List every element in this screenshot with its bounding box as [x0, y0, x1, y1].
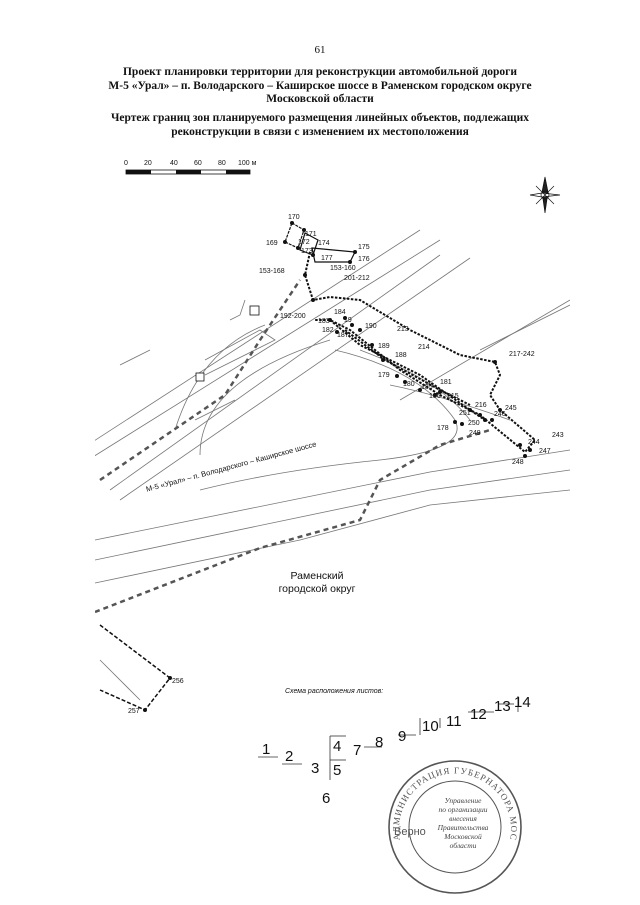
point-label: 177: [321, 255, 333, 262]
utility-symbols: [195, 305, 260, 382]
scale-label-0: 0: [124, 160, 128, 167]
stamp-line: области: [449, 841, 477, 850]
sheet-number: 8: [375, 734, 384, 751]
point-label: 183: [318, 318, 330, 325]
point-label: 188: [395, 352, 407, 359]
sheet-number: 11: [446, 713, 462, 730]
road-lines: [95, 229, 570, 584]
point-label: 184: [334, 309, 346, 316]
subtitle-line-1: Чертеж границ зон планируемого размещени…: [110, 112, 530, 124]
point-label: 190: [365, 323, 377, 330]
scale-label-60: 60: [194, 160, 202, 167]
title-line-2: М-5 «Урал» – п. Володарского – Каширское…: [108, 79, 532, 92]
district-label-line-2: городской округ: [278, 583, 356, 595]
scale-bar-labels: 0 20 40 60 80 100 м: [124, 160, 274, 170]
point-label: 257: [128, 708, 140, 715]
point-label: 173: [301, 248, 313, 255]
point-label: 175: [358, 244, 370, 251]
sheet-number: 2: [285, 748, 294, 765]
district-label-line-1: Раменский: [290, 570, 344, 582]
point-label: 187: [337, 332, 349, 339]
point-label: 169: [266, 240, 278, 247]
point-label: 181: [440, 379, 452, 386]
stamp-line: Московской: [444, 832, 482, 841]
district-label: Раменский городской округ: [262, 570, 372, 596]
point-label: 201-212: [344, 275, 370, 282]
sheet-number: 7: [353, 742, 362, 759]
zone-boundary: [303, 251, 537, 454]
scale-label-40: 40: [170, 160, 178, 167]
point-label: 19: [344, 317, 352, 324]
scale-label-100: 100 м: [238, 160, 257, 167]
point-label: 179: [378, 372, 390, 379]
point-label: 185: [421, 384, 433, 391]
point-label: 248: [512, 459, 524, 466]
stamp-line: Управление: [444, 796, 482, 805]
point-label: 189: [378, 343, 390, 350]
document-subtitle: Чертеж границ зон планируемого размещени…: [80, 112, 560, 139]
subtitle-line-2: реконструкции в связи с изменением их ме…: [171, 125, 469, 138]
sheet-layout-title: Схема расположения листов:: [285, 688, 384, 695]
north-arrow-icon: [529, 176, 561, 214]
sheet-number: 13: [494, 698, 511, 715]
stamp-center-text: Управление по организации внесения Прави…: [418, 796, 508, 850]
point-label: 182: [322, 327, 334, 334]
point-label: 215: [447, 393, 459, 400]
certification-mark: Верно: [394, 826, 426, 838]
boundary-points: [283, 221, 532, 458]
page-number: 61: [314, 44, 326, 56]
sheet-number: 1: [262, 741, 271, 758]
sheet-number: 6: [322, 790, 331, 807]
point-label: 171: [305, 231, 317, 238]
title-line-1: Проект планировки территории для реконст…: [122, 66, 518, 78]
point-label: 246: [494, 411, 506, 418]
point-label: 244: [528, 439, 540, 446]
point-label: 176: [358, 256, 370, 263]
point-label: 247: [539, 448, 551, 455]
sheet-number: 4: [333, 738, 342, 755]
point-label: 245: [505, 405, 517, 412]
point-label: 172: [298, 239, 310, 246]
sheet-number: 9: [398, 728, 407, 745]
title-line-3: Московской области: [266, 93, 374, 105]
point-label: 256: [172, 678, 184, 685]
scale-bar: [125, 169, 251, 175]
point-label: 216: [475, 402, 487, 409]
document-title: Проект планировки территории для реконст…: [80, 66, 560, 107]
point-label: 251: [459, 410, 471, 417]
point-label: 153-160: [330, 265, 356, 272]
sheet-number: 3: [311, 760, 320, 777]
point-label: 153-168: [259, 268, 285, 275]
stamp-line: Правительства: [437, 823, 489, 832]
lower-parcel: [99, 624, 172, 712]
point-label: 170: [288, 214, 300, 221]
point-label: 214: [418, 344, 430, 351]
point-label: 174: [318, 240, 330, 247]
scale-label-80: 80: [218, 160, 226, 167]
point-label: 180: [403, 381, 415, 388]
seal-stamp: АДМИНИСТРАЦИЯ ГУБЕРНАТОРА МОСКОВСКОЙ ОБЛ…: [0, 0, 522, 894]
stamp-line: по организации: [438, 805, 488, 814]
sheet-number: 5: [333, 762, 342, 779]
point-label: 192-200: [280, 313, 306, 320]
stamp-line: внесения: [449, 814, 477, 823]
point-label: 243: [552, 432, 564, 439]
point-label: 217-242: [509, 351, 535, 358]
point-label: 186: [429, 393, 441, 400]
svg-text:АДМИНИСТРАЦИЯ ГУБЕРНАТОРА МОСК: АДМИНИСТРАЦИЯ ГУБЕРНАТОРА МОСКОВСКОЙ ОБЛ…: [0, 0, 518, 841]
stamp-ring-text: АДМИНИСТРАЦИЯ ГУБЕРНАТОРА МОСКОВСКОЙ ОБЛ…: [0, 0, 518, 841]
point-label: 213: [397, 326, 409, 333]
scale-label-20: 20: [144, 160, 152, 167]
point-label: 249: [469, 430, 481, 437]
dashed-boundary: [95, 279, 491, 614]
sheet-number: 14: [514, 694, 531, 711]
point-label: 178: [437, 425, 449, 432]
sheet-number: 10: [422, 718, 439, 735]
sheet-layout-lines: [258, 696, 519, 780]
point-label: 250: [468, 420, 480, 427]
sheet-number: 12: [470, 706, 487, 723]
